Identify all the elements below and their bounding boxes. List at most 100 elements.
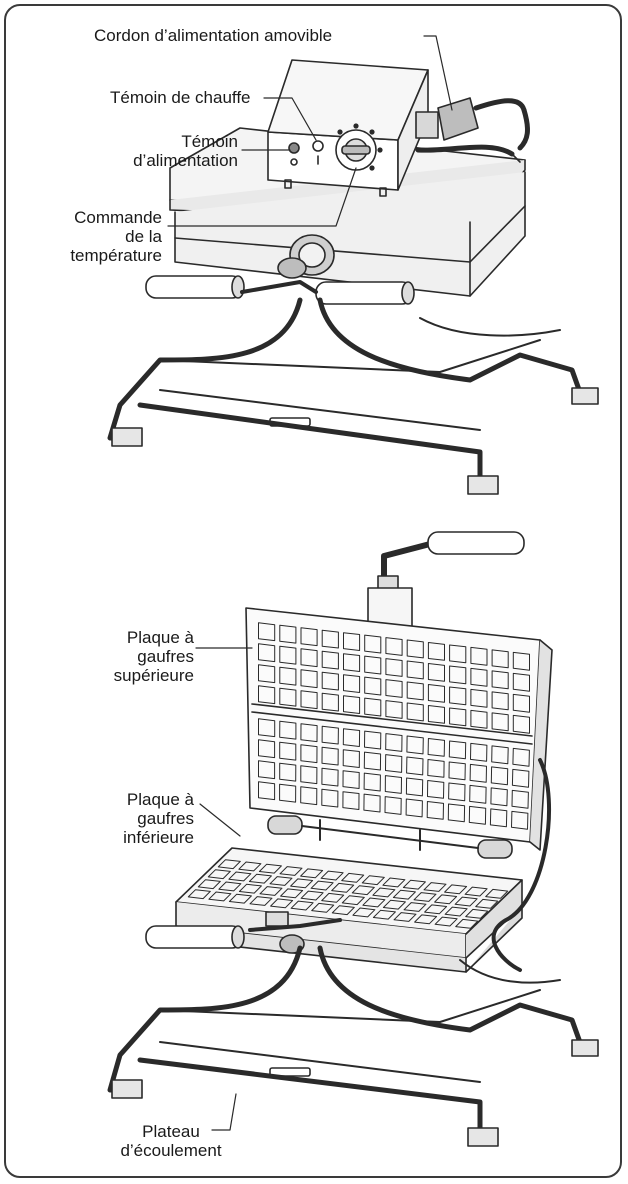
- waffle-cell: [449, 707, 467, 727]
- waffle-cell: [259, 886, 283, 896]
- waffle-cell: [270, 898, 294, 909]
- waffle-cell: [279, 645, 297, 665]
- waffle-cell: [385, 700, 403, 719]
- waffle-cell: [300, 868, 324, 879]
- waffle-cell: [311, 902, 335, 913]
- waffle-cell: [427, 738, 445, 757]
- waffle-cell: [491, 649, 509, 669]
- waffle-cell: [342, 791, 360, 810]
- lower-handle-left: [145, 925, 245, 949]
- leader-temp-control: [167, 167, 357, 227]
- waffle-cell: [385, 754, 403, 773]
- upper-plate: [245, 607, 553, 851]
- waffle-cell: [258, 760, 276, 780]
- waffle-cell: [279, 624, 297, 644]
- waffle-cell: [363, 772, 381, 792]
- waffle-cell: [290, 878, 314, 889]
- waffle-cell: [280, 888, 304, 899]
- waffle-cell: [218, 881, 242, 892]
- waffle-cell: [300, 786, 318, 806]
- waffle-cell: [469, 763, 487, 783]
- label-power-indicator: Témoin d’alimentation: [133, 132, 238, 170]
- waffle-cell: [392, 889, 416, 900]
- label-heat-indicator: Témoin de chauffe: [110, 88, 251, 107]
- waffle-cell: [382, 899, 406, 910]
- diagram-frame: [4, 4, 622, 1178]
- waffle-cell: [238, 883, 262, 894]
- waffle-cell: [511, 789, 529, 809]
- waffle-cell: [512, 651, 530, 671]
- waffle-cell: [470, 742, 488, 762]
- waffle-cell: [321, 725, 339, 745]
- waffle-cell: [434, 894, 458, 905]
- leader-lower-plate: [199, 803, 241, 837]
- waffle-cell: [405, 798, 423, 818]
- waffle-cell: [423, 882, 447, 892]
- waffle-cell: [385, 658, 403, 677]
- waffle-cell: [427, 663, 445, 682]
- power-light-icon: [288, 142, 300, 154]
- waffle-cell: [427, 780, 445, 799]
- label-temp-control: Commande de la température: [70, 208, 162, 265]
- waffle-cell: [382, 877, 406, 888]
- waffle-cell: [384, 796, 402, 815]
- waffle-cell: [321, 629, 339, 649]
- waffle-cell: [343, 632, 361, 651]
- waffle-cell: [385, 733, 403, 752]
- leader-drip-tray: [211, 1093, 237, 1131]
- waffle-cell: [258, 718, 276, 738]
- waffle-cell: [279, 720, 297, 740]
- waffle-cell: [448, 782, 466, 802]
- waffle-cell: [279, 762, 297, 782]
- waffle-cell: [491, 670, 509, 690]
- waffle-cell: [427, 759, 445, 778]
- waffle-cell: [342, 728, 361, 747]
- waffle-cell: [300, 627, 318, 647]
- waffle-cell: [290, 900, 314, 911]
- waffle-cell: [258, 739, 276, 759]
- waffle-cell: [464, 886, 488, 897]
- waffle-cell: [468, 805, 487, 825]
- waffle-cell: [364, 634, 382, 654]
- waffle-cell: [228, 893, 252, 904]
- waffle-cell: [385, 679, 403, 698]
- waffle-cell: [372, 909, 396, 920]
- waffle-cell: [300, 723, 318, 743]
- waffle-cell: [258, 622, 276, 642]
- upper-plate-grid: [258, 622, 530, 830]
- waffle-cell: [490, 787, 508, 807]
- waffle-cell: [405, 777, 424, 797]
- waffle-cell: [413, 892, 437, 902]
- closed-waffle-maker: [107, 59, 599, 495]
- waffle-cell: [444, 906, 468, 917]
- waffle-cell: [491, 745, 509, 765]
- waffle-cell: [187, 889, 211, 900]
- waffle-cell: [351, 885, 375, 896]
- leader-heat-indicator: [263, 97, 317, 141]
- waffle-cell: [393, 912, 417, 922]
- leader-lines: [167, 35, 453, 1131]
- handle-right: [315, 281, 415, 305]
- handle-left: [145, 275, 245, 299]
- power-symbol-icon: [290, 158, 298, 166]
- waffle-cell: [269, 876, 293, 886]
- waffle-cell: [343, 695, 361, 714]
- front-hinge: [277, 234, 335, 279]
- waffle-cell: [406, 639, 424, 659]
- waffle-cell: [300, 765, 318, 785]
- waffle-cell: [406, 756, 424, 776]
- waffle-cell: [384, 775, 402, 794]
- rear-hinge: [267, 815, 513, 859]
- waffle-cell: [279, 666, 297, 686]
- waffle-cell: [427, 684, 445, 703]
- waffle-cell: [258, 863, 282, 874]
- leader-power-cord: [423, 35, 453, 111]
- lower-plate-grid: [187, 859, 509, 929]
- waffle-cell: [331, 882, 355, 893]
- temperature-knob: [335, 123, 383, 171]
- waffle-cell: [249, 896, 273, 906]
- waffle-cell: [364, 730, 382, 750]
- waffle-cell: [426, 801, 444, 820]
- waffle-cell: [406, 735, 424, 755]
- waffle-cell: [321, 671, 339, 691]
